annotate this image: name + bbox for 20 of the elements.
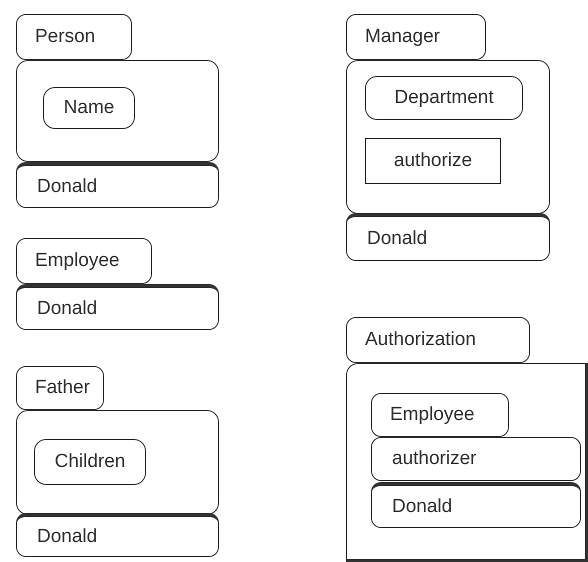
frame-box — [346, 363, 588, 562]
attribute-box: Name — [43, 87, 135, 129]
value-bar: Donald — [16, 513, 219, 557]
value-bar: Donald — [346, 213, 550, 261]
frame-box — [16, 410, 219, 515]
attribute-box: Department — [365, 76, 523, 120]
header-tab: Manager — [346, 14, 486, 60]
attribute-box: Children — [34, 439, 146, 485]
header-tab: Person — [16, 14, 132, 60]
header-tab: Father — [16, 366, 104, 410]
value-bar: Donald — [16, 284, 219, 330]
attribute-box: authorizer — [371, 437, 581, 481]
value-bar: Donald — [16, 162, 219, 208]
header-tab: Employee — [16, 238, 152, 284]
value-bar: Donald — [371, 482, 581, 528]
frame-box — [16, 60, 219, 162]
header-tab: Employee — [371, 393, 509, 437]
header-tab: Authorization — [346, 317, 530, 363]
operation-box: authorize — [365, 138, 501, 184]
frame-box — [346, 60, 550, 214]
